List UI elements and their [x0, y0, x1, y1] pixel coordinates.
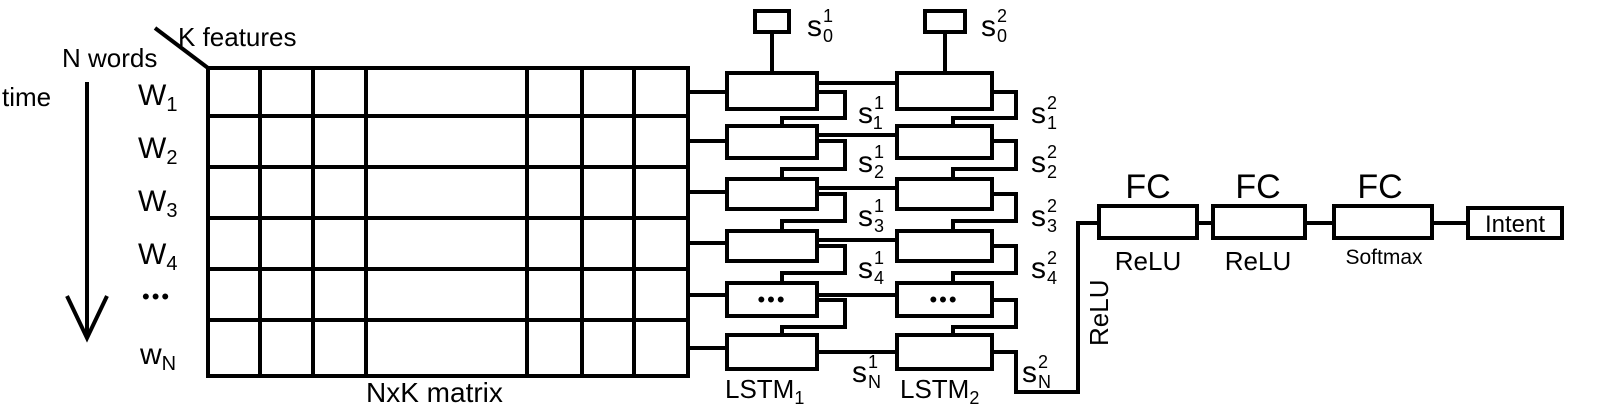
svg-text:ReLU: ReLU	[1115, 246, 1181, 276]
nxk-matrix	[206, 66, 690, 378]
lstm1-cell-ellipsis	[725, 281, 819, 318]
lstm2-column: •••	[895, 71, 1018, 371]
svg-text:Intent: Intent	[1485, 211, 1545, 238]
relu-vertical-label: ReLU	[1084, 280, 1114, 346]
final-state-connector	[992, 221, 1099, 394]
word-label: W3	[138, 185, 177, 222]
lstm1-cell	[725, 71, 819, 111]
lstm2-cell-ellipsis	[895, 281, 994, 318]
svg-text:ReLU: ReLU	[1225, 246, 1291, 276]
svg-text:•••: •••	[929, 287, 958, 312]
time-arrow	[65, 82, 109, 343]
lstm2-cell	[895, 177, 994, 211]
word-label: W1	[138, 79, 177, 116]
lstm2-cell	[895, 124, 994, 160]
word-ellipsis: •••	[142, 284, 171, 309]
word-label: W2	[138, 132, 177, 169]
svg-text:FC: FC	[1235, 168, 1280, 206]
fc-layer-2: FC ReLU	[1211, 168, 1307, 276]
k-features-label: K features	[178, 22, 297, 52]
lstm1-cell	[725, 124, 819, 160]
lstm1-column: •••	[725, 71, 847, 371]
word-label: wN	[139, 338, 176, 375]
corner-diagonal	[153, 26, 210, 70]
word-label: W4	[138, 238, 177, 275]
svg-text:FC: FC	[1357, 168, 1402, 206]
lstm1-cell	[725, 229, 819, 263]
lstm2-cell	[895, 71, 994, 111]
svg-text:s20: s20	[981, 6, 1007, 46]
lstm2-label: LSTM2	[900, 374, 979, 408]
fc-layer-1: FC ReLU	[1097, 168, 1199, 276]
svg-text:Softmax: Softmax	[1345, 246, 1423, 269]
lstm2-cell	[895, 333, 994, 371]
svg-text:•••: •••	[757, 287, 786, 312]
n-words-label: N words	[62, 43, 157, 73]
lstm1-label: LSTM1	[725, 374, 804, 408]
lstm1-cell	[725, 333, 819, 371]
intent-output: Intent	[1466, 206, 1564, 240]
matrix-label: NxK matrix	[366, 377, 503, 408]
svg-text:FC: FC	[1125, 168, 1170, 206]
lstm2-cell	[895, 229, 994, 263]
svg-text:s10: s10	[807, 6, 833, 46]
lstm1-cell	[725, 177, 819, 211]
time-label: time	[2, 82, 51, 112]
word-labels: W1 W2 W3 W4 ••• wN	[138, 79, 177, 375]
lstm1-to-lstm2-connectors	[817, 81, 897, 354]
matrix-to-lstm1-connectors	[688, 90, 727, 350]
fc-layer-3: FC Softmax	[1332, 168, 1434, 269]
